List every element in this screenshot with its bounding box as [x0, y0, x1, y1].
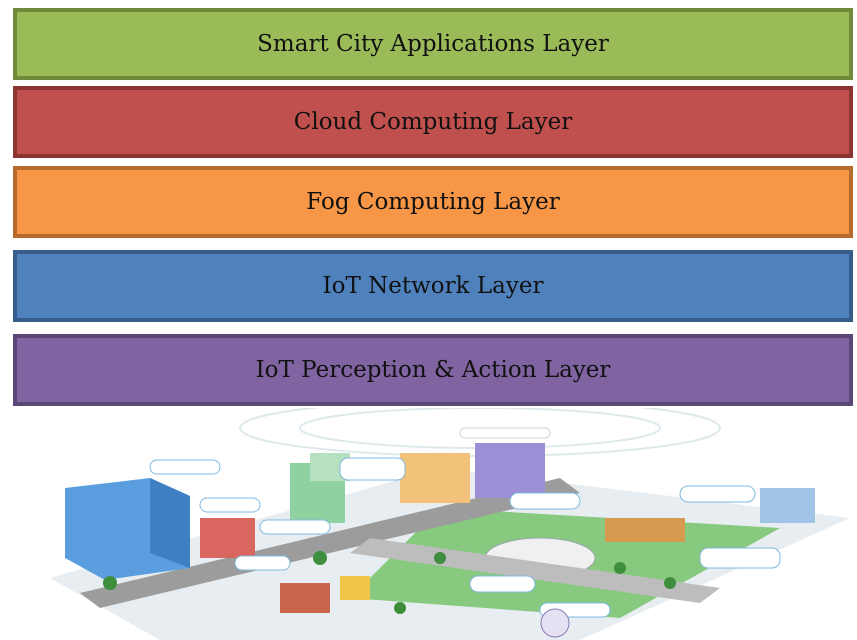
info-bubble [149, 459, 221, 475]
yellow-house [340, 576, 370, 600]
tree [614, 562, 626, 574]
red-building [200, 518, 255, 558]
tree [664, 577, 676, 589]
info-bubble [339, 457, 406, 481]
info-bubble [469, 575, 536, 593]
office-tower-side [150, 478, 190, 568]
layer-label: Smart City Applications Layer [257, 31, 609, 57]
fog-computing-layer: Fog Computing Layer [13, 166, 853, 238]
tree [394, 602, 406, 614]
info-bubble [679, 485, 756, 503]
layer-label: IoT Perception & Action Layer [255, 357, 611, 383]
info-bubble [699, 547, 781, 569]
people-icon [540, 608, 570, 638]
info-bubble [234, 555, 291, 571]
layer-label: Cloud Computing Layer [293, 109, 573, 135]
layer-label: IoT Network Layer [322, 273, 544, 299]
tree [313, 551, 327, 565]
info-bubble [459, 427, 551, 439]
purple-building [475, 443, 545, 498]
brick-house [280, 583, 330, 613]
cloud-computing-layer: Cloud Computing Layer [13, 86, 853, 158]
iot-perception-action-layer: IoT Perception & Action Layer [13, 334, 853, 406]
info-bubble [259, 519, 331, 535]
smart-city-applications-layer: Smart City Applications Layer [13, 8, 853, 80]
orange-building [400, 453, 470, 503]
info-bubble [199, 497, 261, 513]
tree [103, 576, 117, 590]
iot-network-layer: IoT Network Layer [13, 250, 853, 322]
tree [434, 552, 446, 564]
school-building [605, 518, 685, 542]
hospital-building [760, 488, 815, 523]
info-bubble [509, 492, 581, 510]
highway [80, 478, 580, 608]
smart-city-illustration [50, 408, 850, 640]
layer-label: Fog Computing Layer [306, 189, 560, 215]
